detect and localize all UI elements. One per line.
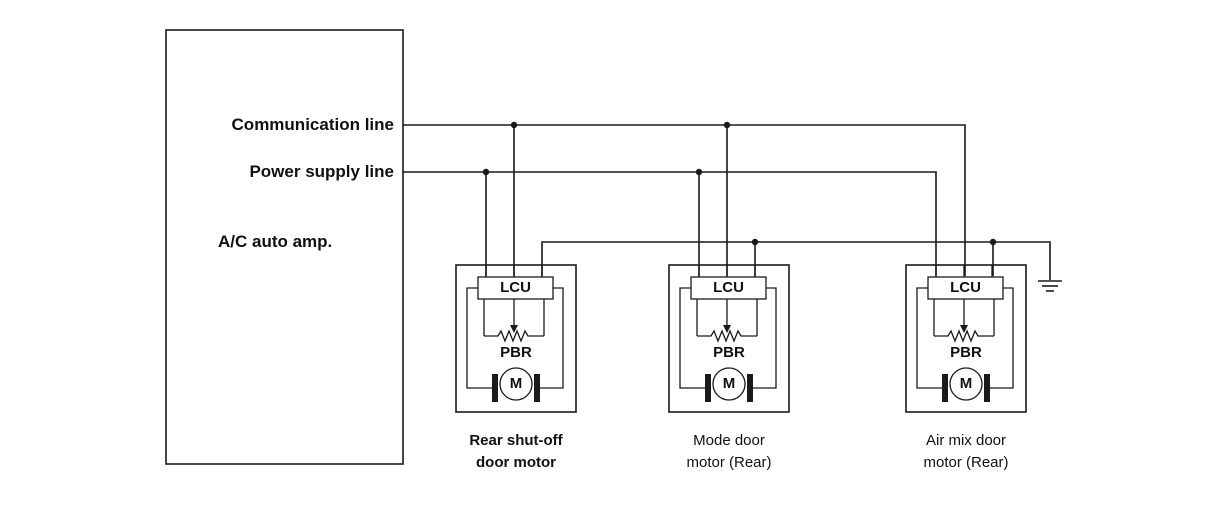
motor-1-caption-line-1: Rear shut-off — [469, 432, 563, 449]
power-supply-line-wire — [403, 171, 937, 276]
motor-label: M — [722, 375, 736, 392]
motor-unit-3 — [905, 264, 1027, 413]
motor-label: M — [959, 375, 973, 392]
lcu-label: LCU — [713, 279, 744, 296]
ground-icon — [1038, 280, 1062, 292]
pbr-2-resistor — [697, 329, 757, 343]
comm-junction-2 — [723, 121, 731, 129]
lcu-label: LCU — [500, 279, 531, 296]
ac-auto-amp-box — [165, 29, 404, 465]
motor-unit-3-frame — [905, 264, 1027, 413]
motor-unit-1 — [455, 264, 577, 413]
motor-3-icon — [949, 367, 983, 401]
ac-auto-amp-label: A/C auto amp. — [218, 232, 333, 251]
motor-2-caption-line-2: motor (Rear) — [686, 454, 772, 471]
pbr-3-resistor — [934, 329, 994, 343]
power-junction-1 — [482, 168, 490, 176]
ground-junction-2 — [751, 238, 759, 246]
motor-unit-2 — [668, 264, 790, 413]
motor-1-caption-line-2: door motor — [476, 454, 556, 471]
lcu-label: LCU — [950, 279, 981, 296]
motor-2-caption-line-1: Mode door — [693, 432, 765, 449]
motor-1-icon — [499, 367, 533, 401]
pbr-1-resistor — [484, 329, 544, 343]
communication-line-label: Communication line — [231, 115, 394, 134]
pbr-label: PBR — [500, 344, 532, 361]
ground-line-wire — [541, 241, 1051, 280]
comm-junction-1 — [510, 121, 518, 129]
pbr-label: PBR — [713, 344, 745, 361]
motor-2-icon — [712, 367, 746, 401]
motor-unit-2-frame — [668, 264, 790, 413]
power-junction-2 — [695, 168, 703, 176]
ground-junction-3 — [989, 238, 997, 246]
motor-label: M — [509, 375, 523, 392]
pbr-label: PBR — [950, 344, 982, 361]
motor-3-caption-line-1: Air mix door — [925, 432, 1007, 449]
communication-line-wire — [403, 124, 966, 276]
motor-3-caption-line-2: motor (Rear) — [923, 454, 1009, 471]
power-supply-line-label: Power supply line — [249, 162, 394, 181]
motor-unit-1-frame — [455, 264, 577, 413]
